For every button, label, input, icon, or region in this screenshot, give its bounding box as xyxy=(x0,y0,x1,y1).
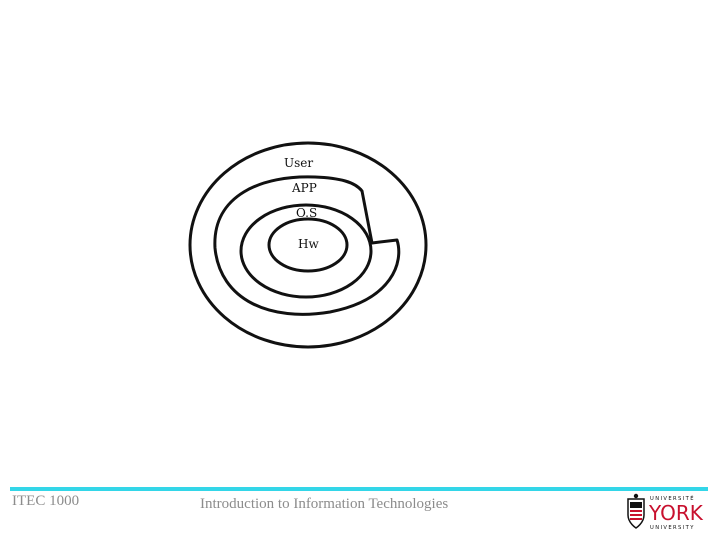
app-label: APP xyxy=(291,181,317,195)
footer-divider xyxy=(10,487,708,491)
os-label: O.S xyxy=(296,206,317,220)
course-title: Introduction to Information Technologies xyxy=(200,496,449,512)
user-label: User xyxy=(284,156,313,170)
crest-icon xyxy=(627,493,645,529)
app-ring xyxy=(213,175,401,316)
logo-main-word: YORK xyxy=(648,501,704,525)
layer-diagram: User APP O.S Hw xyxy=(188,141,428,349)
logo-top-word: UNIVERSITÉ xyxy=(650,494,695,502)
logo-bottom-word: UNIVERSITY xyxy=(650,525,695,531)
york-university-logo: UNIVERSITÉ YORK UNIVERSITY xyxy=(627,493,704,531)
os-ring xyxy=(239,203,373,299)
course-code: ITEC 1000 xyxy=(12,493,80,509)
hw-label: Hw xyxy=(298,237,319,251)
app-ring-return xyxy=(360,190,398,245)
hw-ring xyxy=(267,217,349,273)
user-ring xyxy=(188,141,428,349)
